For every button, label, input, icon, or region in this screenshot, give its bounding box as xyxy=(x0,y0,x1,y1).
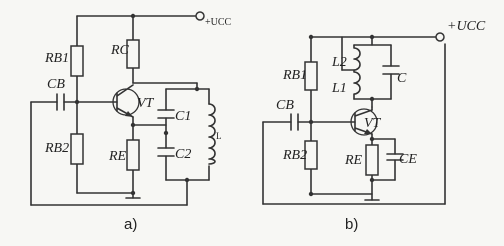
circuit-b-cb-capacitor xyxy=(290,113,299,131)
circuit-b-rb2-resistor xyxy=(304,140,318,170)
circuit-diagram-figure: +UCC xyxy=(30,11,486,233)
circuit-b-l2-l1-inductor xyxy=(353,44,361,100)
circuit-b-rb1-label: RB1 xyxy=(282,68,307,83)
circuit-a-rc-label: RC xyxy=(110,43,130,58)
circuit-b-cb-label: CB xyxy=(276,98,294,113)
circuit-b-rb1-resistor xyxy=(304,61,318,91)
circuit-a-l-inductor xyxy=(208,103,216,165)
circuit-a-rb2-resistor xyxy=(70,133,84,165)
circuit-b-re-label: RE xyxy=(344,153,363,168)
circuit-a-rb1-label: RB1 xyxy=(44,51,69,66)
circuit-b-wires xyxy=(262,36,446,205)
circuit-a-re-label: RE xyxy=(108,149,127,164)
circuit-b-supply-label: +UCC xyxy=(447,19,486,34)
circuit-a: +UCC xyxy=(30,11,232,233)
circuit-b-re-resistor xyxy=(365,144,379,176)
circuit-b-caption: b) xyxy=(345,216,358,233)
circuit-a-rb1-resistor xyxy=(70,45,84,77)
circuit-b-rb2-label: RB2 xyxy=(282,148,307,163)
circuit-b-transistor xyxy=(350,108,378,136)
circuit-a-c2-label: C2 xyxy=(175,147,191,162)
circuit-a-transistor xyxy=(112,84,140,118)
circuit-a-re-resistor xyxy=(126,139,140,171)
circuit-b: +UCC xyxy=(262,19,486,233)
circuit-a-caption: a) xyxy=(124,216,137,233)
circuit-a-c1-label: C1 xyxy=(175,109,191,124)
circuit-b-c-label: C xyxy=(397,71,407,86)
circuit-a-supply-terminal xyxy=(195,11,205,21)
circuit-a-rb2-label: RB2 xyxy=(44,141,69,156)
circuit-b-c-capacitor xyxy=(382,65,400,75)
circuit-b-ce-capacitor xyxy=(386,153,404,161)
circuit-a-cb-capacitor xyxy=(56,93,65,111)
circuit-a-vt-label: VT xyxy=(137,96,155,111)
circuit-a-c2-capacitor xyxy=(157,147,175,157)
circuit-b-ce-label: CE xyxy=(399,152,417,167)
circuit-b-supply-terminal xyxy=(435,32,445,42)
circuit-a-rc-resistor xyxy=(126,39,140,69)
circuit-a-cb-label: CB xyxy=(47,77,65,92)
circuit-a-junctions xyxy=(74,13,200,196)
circuit-a-c1-capacitor xyxy=(157,109,175,119)
circuit-b-l1-label: L1 xyxy=(331,81,347,96)
circuit-b-l2-label: L2 xyxy=(331,55,347,70)
circuit-a-supply-label: +UCC xyxy=(205,17,232,28)
circuit-a-l-label: L xyxy=(216,131,222,141)
circuit-b-junctions xyxy=(308,34,375,197)
circuit-b-vt-label: VT xyxy=(364,116,382,131)
